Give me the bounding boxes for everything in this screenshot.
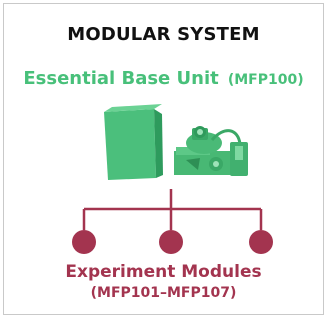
base-unit-name: Essential Base Unit (23, 68, 219, 89)
base-unit-code: (MFP100) (227, 72, 304, 88)
base-unit-pump-icon (174, 126, 248, 176)
module-node-2 (159, 230, 183, 254)
module-node-3 (249, 230, 273, 254)
module-tree-diagram (72, 104, 273, 254)
module-tree-connectors (82, 189, 263, 230)
base-unit-heading: Essential Base Unit (MFP100) (4, 68, 323, 89)
base-unit-box-icon (104, 104, 163, 180)
modules-name: Experiment Modules (65, 262, 262, 282)
system-title: MODULAR SYSTEM (67, 24, 260, 45)
module-nodes (72, 230, 273, 254)
modules-code: (MFP101–MFP107) (90, 285, 237, 301)
base-unit-illustration (104, 104, 248, 180)
module-node-1 (72, 230, 96, 254)
modular-system-card: MODULAR SYSTEM Essential Base Unit (MFP1… (3, 3, 324, 315)
